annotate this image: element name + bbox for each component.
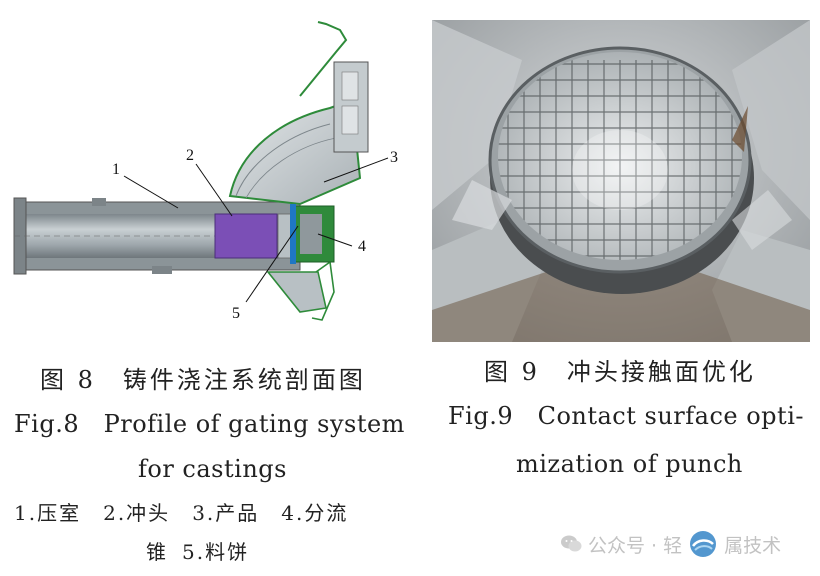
watermark: 公众号 · 轻 属技术 xyxy=(560,526,781,562)
legend-item-spreader-cont: 锥 xyxy=(146,540,168,564)
legend-item-punch: 2.冲头 xyxy=(103,501,171,525)
legend-item-product: 3.产品 xyxy=(192,501,260,525)
figure8-legend-line2: 锥 5.料饼 xyxy=(146,540,249,564)
figure9-caption-en-line2: mization of punch xyxy=(516,450,743,478)
figure9-caption-en-line1: Fig.9 Contact surface opti- xyxy=(448,402,804,430)
legend-item-spreader: 4.分流 xyxy=(281,501,349,525)
legend-item-biscuit: 5.料饼 xyxy=(182,540,250,564)
callout-3: 3 xyxy=(390,149,398,166)
figure8-caption-cn: 图 8 铸件浇注系统剖面图 xyxy=(40,366,366,394)
lower-cone xyxy=(266,271,327,313)
figure8-legend-line1: 1.压室 2.冲头 3.产品 4.分流 xyxy=(14,501,348,525)
figure8-drawing: 1 2 3 4 5 xyxy=(0,0,420,346)
sprue-spreader xyxy=(290,204,335,264)
callout-4: 4 xyxy=(358,238,366,255)
callout-5: 5 xyxy=(232,305,240,322)
callout-2: 2 xyxy=(186,147,194,164)
callout-1: 1 xyxy=(112,161,120,178)
punch-block xyxy=(214,213,278,259)
leader-lines xyxy=(123,157,389,303)
brand-logo-icon xyxy=(688,529,718,559)
watermark-text-right: 属技术 xyxy=(724,534,782,557)
watermark-text-left: 公众号 · 轻 xyxy=(588,534,683,557)
wechat-icon xyxy=(560,534,582,554)
figure8-caption-en-line2: for castings xyxy=(138,455,287,483)
product-section xyxy=(228,21,369,206)
figure8-caption-en-line1: Fig.8 Profile of gating system xyxy=(14,410,405,438)
figure9-photo xyxy=(432,20,810,342)
legend-item-shot-sleeve: 1.压室 xyxy=(14,501,82,525)
figure9-caption-cn: 图 9 冲头接触面优化 xyxy=(484,358,756,386)
